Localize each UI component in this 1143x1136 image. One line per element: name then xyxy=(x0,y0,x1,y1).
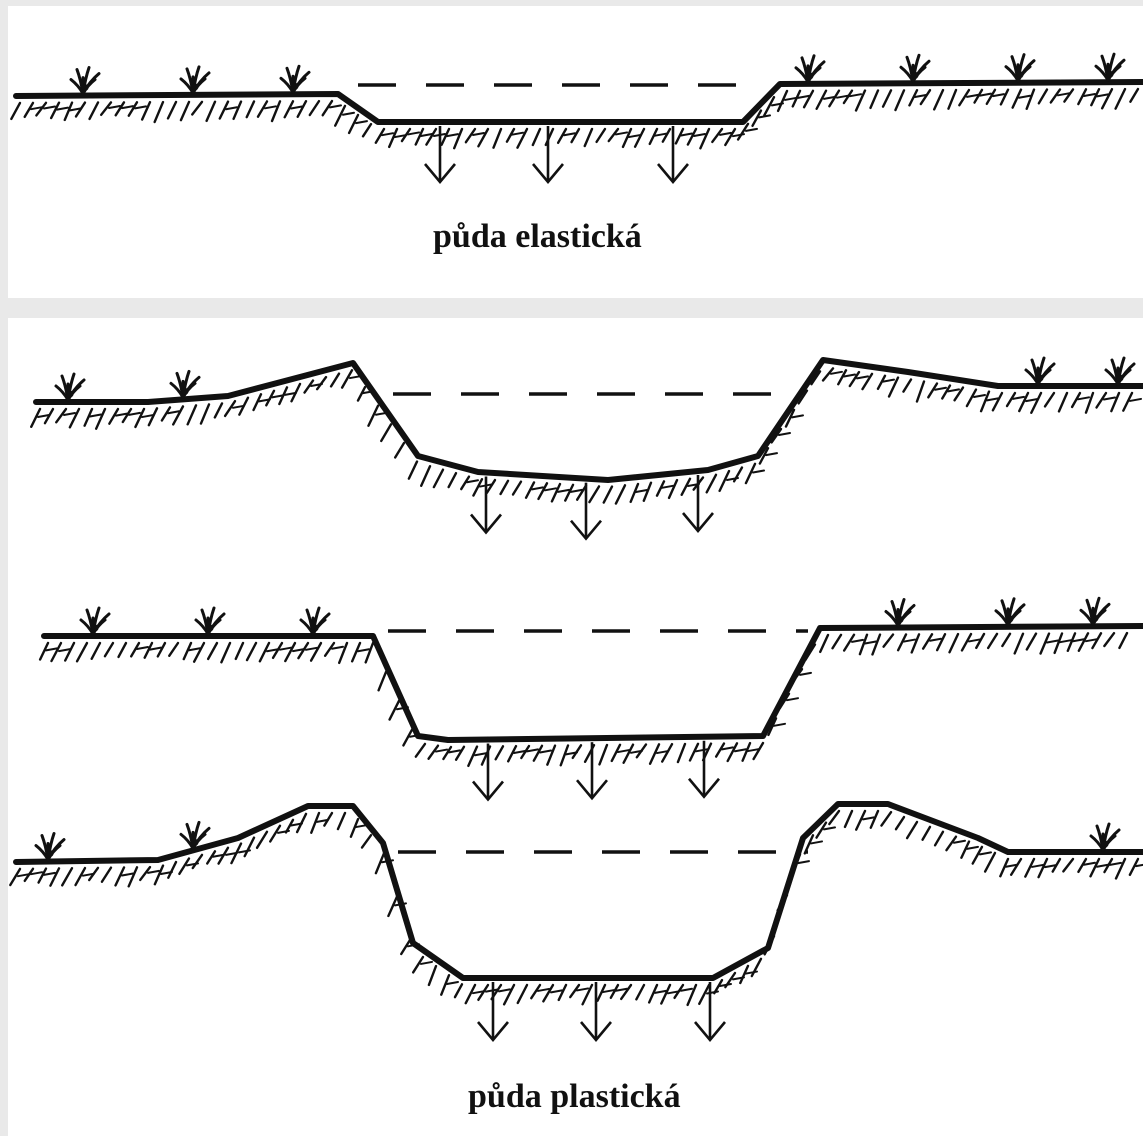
plastic-soil-diagram xyxy=(8,318,1143,1136)
grass-tuft-icon xyxy=(71,68,99,94)
plastic-profile-3-surface xyxy=(16,804,1143,978)
grass-tuft-icon xyxy=(796,56,824,82)
grass-tuft-icon xyxy=(181,67,209,93)
grass-tuft-icon xyxy=(56,374,84,400)
elastic-soil-panel: půda elastická xyxy=(8,6,1143,298)
grass-tuft-icon xyxy=(1006,55,1034,81)
grass-tuft-icon xyxy=(1091,824,1119,850)
grass-tuft-icon xyxy=(1026,358,1054,384)
grass-tuft-icon xyxy=(886,600,914,626)
down-arrow-icon xyxy=(471,476,501,532)
elastic-soil-caption: půda elastická xyxy=(433,218,642,256)
grass-tuft-icon xyxy=(36,834,64,860)
down-arrow-icon xyxy=(577,742,607,798)
plastic-profile-1 xyxy=(31,360,1143,504)
down-arrow-icon xyxy=(695,982,725,1040)
grass-tuft-icon xyxy=(996,599,1024,625)
grass-tuft-icon xyxy=(1081,598,1109,624)
grass-tuft-icon xyxy=(171,371,199,397)
grass-tuft-icon xyxy=(901,55,929,81)
plastic-soil-panel: půda plastická xyxy=(8,318,1143,1136)
grass-tuft-icon xyxy=(1096,54,1124,80)
grass-tuft-icon xyxy=(281,66,309,92)
down-arrow-icon xyxy=(689,741,719,797)
elastic-profile xyxy=(11,82,1143,148)
plastic-soil-caption: půda plastická xyxy=(468,1078,681,1116)
grass-tuft-icon xyxy=(301,608,329,634)
grass-tuft-icon xyxy=(196,608,224,634)
grass-tuft-icon xyxy=(81,608,109,634)
grass-tuft-icon xyxy=(1106,358,1134,384)
